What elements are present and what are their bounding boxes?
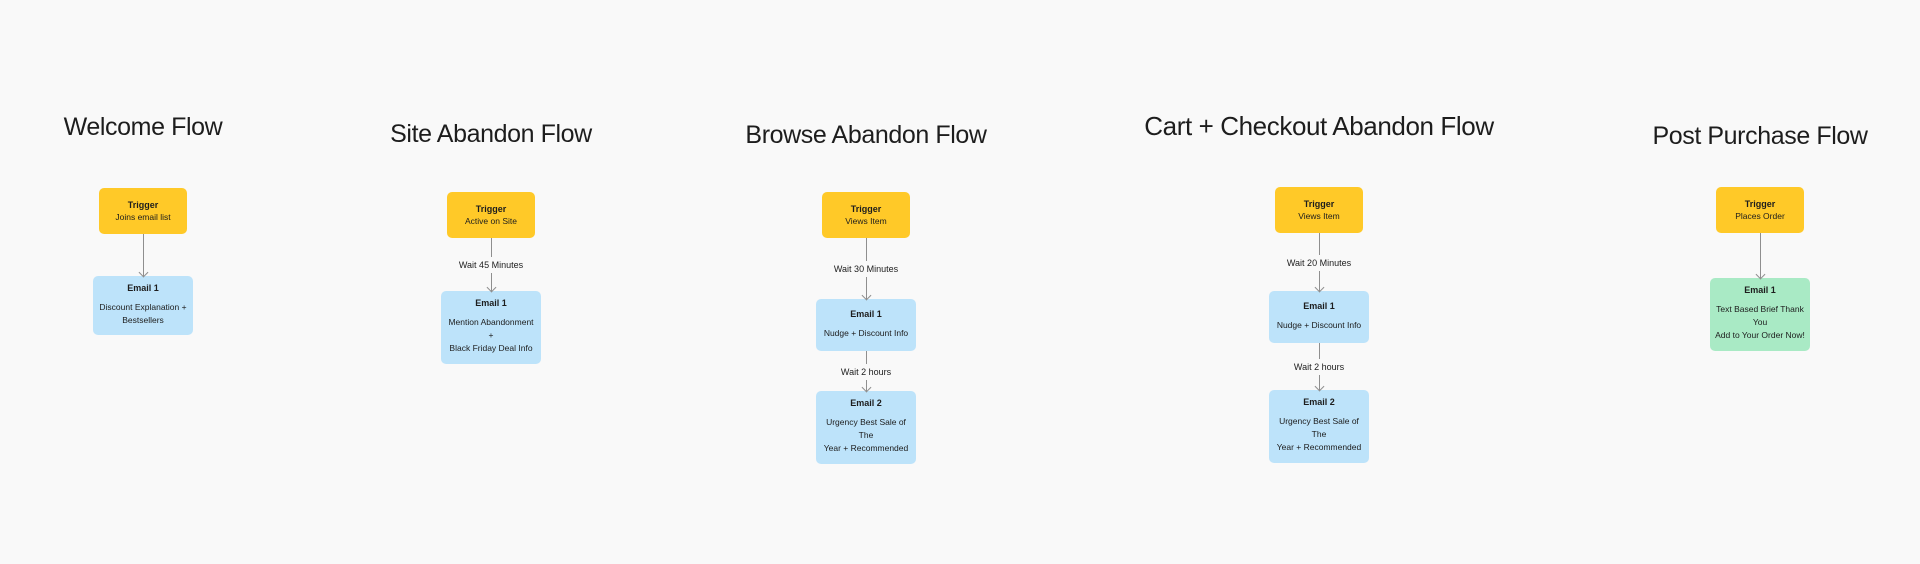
wait-label: Wait 2 hours <box>1293 362 1345 372</box>
arrow-line <box>1759 233 1761 279</box>
arrow-line <box>490 238 492 257</box>
wait-label: Wait 45 Minutes <box>458 260 524 270</box>
wait-label: Wait 30 Minutes <box>833 264 899 274</box>
trigger-node: Trigger Active on Site <box>447 192 535 238</box>
email-label: Email 2 <box>850 398 882 408</box>
flow-arrow: Wait 2 hours <box>806 351 926 393</box>
arrow-line <box>865 277 867 300</box>
flow-nodes: Trigger Joins email list Email 1 Discoun… <box>83 188 203 336</box>
trigger-event: Views Item <box>1298 211 1340 221</box>
flow-nodes: Trigger Views Item Wait 20 Minutes Email… <box>1259 187 1379 463</box>
email-description: Text Based Brief Thank You Add to Your O… <box>1715 304 1805 341</box>
flow-nodes: Trigger Active on Site Wait 45 Minutes E… <box>431 192 551 364</box>
arrow-line <box>1318 375 1320 391</box>
flow-post-purchase: Post Purchase Flow Trigger Places Order … <box>1610 121 1910 351</box>
email-label: Email 1 <box>475 298 507 308</box>
email-node: Email 1 Discount Explanation + Bestselle… <box>93 276 193 336</box>
arrow-line <box>490 273 492 292</box>
flow-welcome: Welcome Flow Trigger Joins email list Em… <box>0 112 293 336</box>
email-label: Email 1 <box>1303 300 1335 311</box>
flow-nodes: Trigger Places Order Email 1 Text Based … <box>1700 187 1820 351</box>
trigger-label: Trigger <box>475 204 507 214</box>
flow-title: Site Abandon Flow <box>390 120 592 148</box>
flow-cart-checkout-abandon: Cart + Checkout Abandon Flow Trigger Vie… <box>1144 111 1494 463</box>
email-label: Email 1 <box>1744 285 1776 295</box>
trigger-node: Trigger Places Order <box>1716 187 1804 233</box>
flow-title: Cart + Checkout Abandon Flow <box>1144 111 1494 141</box>
email-label: Email 1 <box>850 308 882 319</box>
email-description: Urgency Best Sale of The Year + Recommen… <box>823 417 909 454</box>
email-node: Email 1 Nudge + Discount Info <box>816 299 916 351</box>
email-description: Discount Explanation + Bestsellers <box>99 302 187 326</box>
trigger-label: Trigger <box>1744 199 1776 209</box>
email-node: Email 2 Urgency Best Sale of The Year + … <box>816 391 916 464</box>
trigger-label: Trigger <box>850 204 882 214</box>
flow-title: Post Purchase Flow <box>1652 122 1868 150</box>
flow-arrow: Wait 30 Minutes <box>806 238 926 301</box>
email-description: Mention Abandonment + Black Friday Deal … <box>448 317 534 354</box>
arrow-line <box>142 234 144 277</box>
email-description: Nudge + Discount Info <box>823 327 909 338</box>
trigger-node: Trigger Views Item <box>822 192 910 238</box>
flow-title: Welcome Flow <box>63 113 223 141</box>
trigger-event: Active on Site <box>465 216 517 226</box>
arrow-line <box>865 379 867 392</box>
email-node: Email 2 Urgency Best Sale of The Year + … <box>1269 390 1369 463</box>
flow-nodes: Trigger Views Item Wait 30 Minutes Email… <box>806 192 926 464</box>
flow-arrow: Wait 45 Minutes <box>431 238 551 293</box>
flow-site-abandon: Site Abandon Flow Trigger Active on Site… <box>341 119 641 364</box>
email-label: Email 1 <box>127 283 159 293</box>
email-description: Nudge + Discount Info <box>1276 319 1362 330</box>
trigger-event: Views Item <box>845 216 887 226</box>
arrow-line <box>1318 270 1320 292</box>
trigger-event: Joins email list <box>115 212 171 222</box>
flow-arrow <box>1700 233 1820 280</box>
email-node: Email 1 Mention Abandonment + Black Frid… <box>441 291 541 364</box>
flow-browse-abandon: Browse Abandon Flow Trigger Views Item W… <box>716 120 1016 464</box>
trigger-node: Trigger Views Item <box>1275 187 1363 233</box>
email-description: Urgency Best Sale of The Year + Recommen… <box>1276 416 1362 453</box>
email-node: Email 1 Nudge + Discount Info <box>1269 291 1369 343</box>
arrow-line <box>1318 343 1320 359</box>
arrow-line <box>865 351 867 364</box>
flow-arrow <box>83 234 203 278</box>
trigger-event: Places Order <box>1735 211 1785 221</box>
arrow-line <box>1318 233 1320 255</box>
flow-title: Browse Abandon Flow <box>745 121 987 149</box>
wait-label: Wait 2 hours <box>840 366 892 377</box>
wait-label: Wait 20 Minutes <box>1286 257 1352 268</box>
trigger-label: Trigger <box>127 200 159 210</box>
flow-arrow: Wait 2 hours <box>1259 343 1379 392</box>
trigger-label: Trigger <box>1303 199 1335 209</box>
email-label: Email 2 <box>1303 397 1335 407</box>
trigger-node: Trigger Joins email list <box>99 188 187 234</box>
email-node: Email 1 Text Based Brief Thank You Add t… <box>1710 278 1810 351</box>
arrow-line <box>865 238 867 261</box>
flow-arrow: Wait 20 Minutes <box>1259 233 1379 293</box>
